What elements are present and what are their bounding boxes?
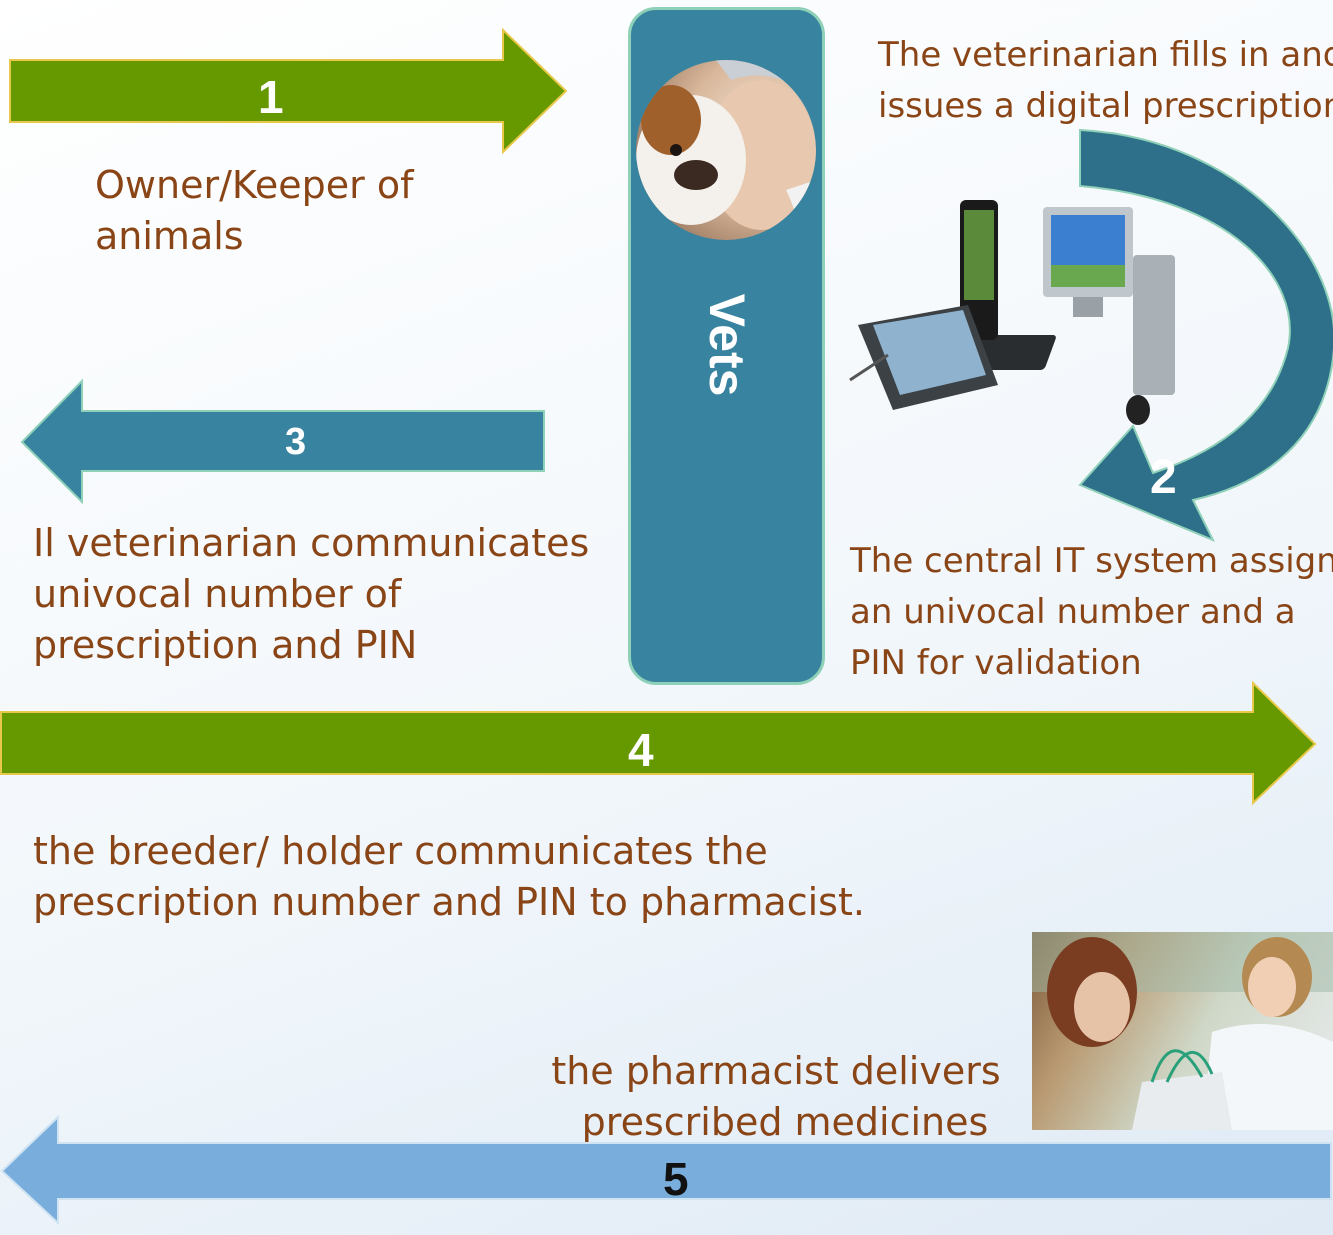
arrow-step-5 — [0, 1114, 1332, 1226]
it-system-assigns-text: The central IT system assigns an univoca… — [850, 541, 1333, 683]
step-4-number: 4 — [628, 724, 654, 776]
owner-keeper-label: Owner/Keeper of animals — [95, 163, 414, 258]
step-3-number: 3 — [285, 421, 307, 463]
breeder-communicates-text: the breeder/ holder communicates the pre… — [33, 829, 865, 924]
pharmacist-handing-bag-photo — [1032, 932, 1333, 1130]
arrow-step-2 — [1078, 128, 1333, 542]
arrow-step-3 — [20, 378, 545, 505]
arrow-step-1 — [9, 27, 568, 155]
vet-communicates-text: Il veterinarian communicates univocal nu… — [33, 521, 590, 667]
step-2-number: 2 — [1150, 451, 1177, 504]
computer-devices-illustration — [849, 200, 1175, 425]
step-5-number: 5 — [663, 1153, 689, 1205]
vet-with-dog-photo — [636, 60, 816, 240]
vet-fills-prescription-text: The veterinarian fills in and issues a d… — [878, 35, 1333, 126]
pharmacist-delivers-text: the pharmacist delivers prescribed medic… — [551, 1049, 1001, 1144]
step-1-number: 1 — [258, 71, 284, 123]
vets-label: Vets — [699, 293, 755, 397]
arrow-step-4 — [0, 680, 1317, 806]
